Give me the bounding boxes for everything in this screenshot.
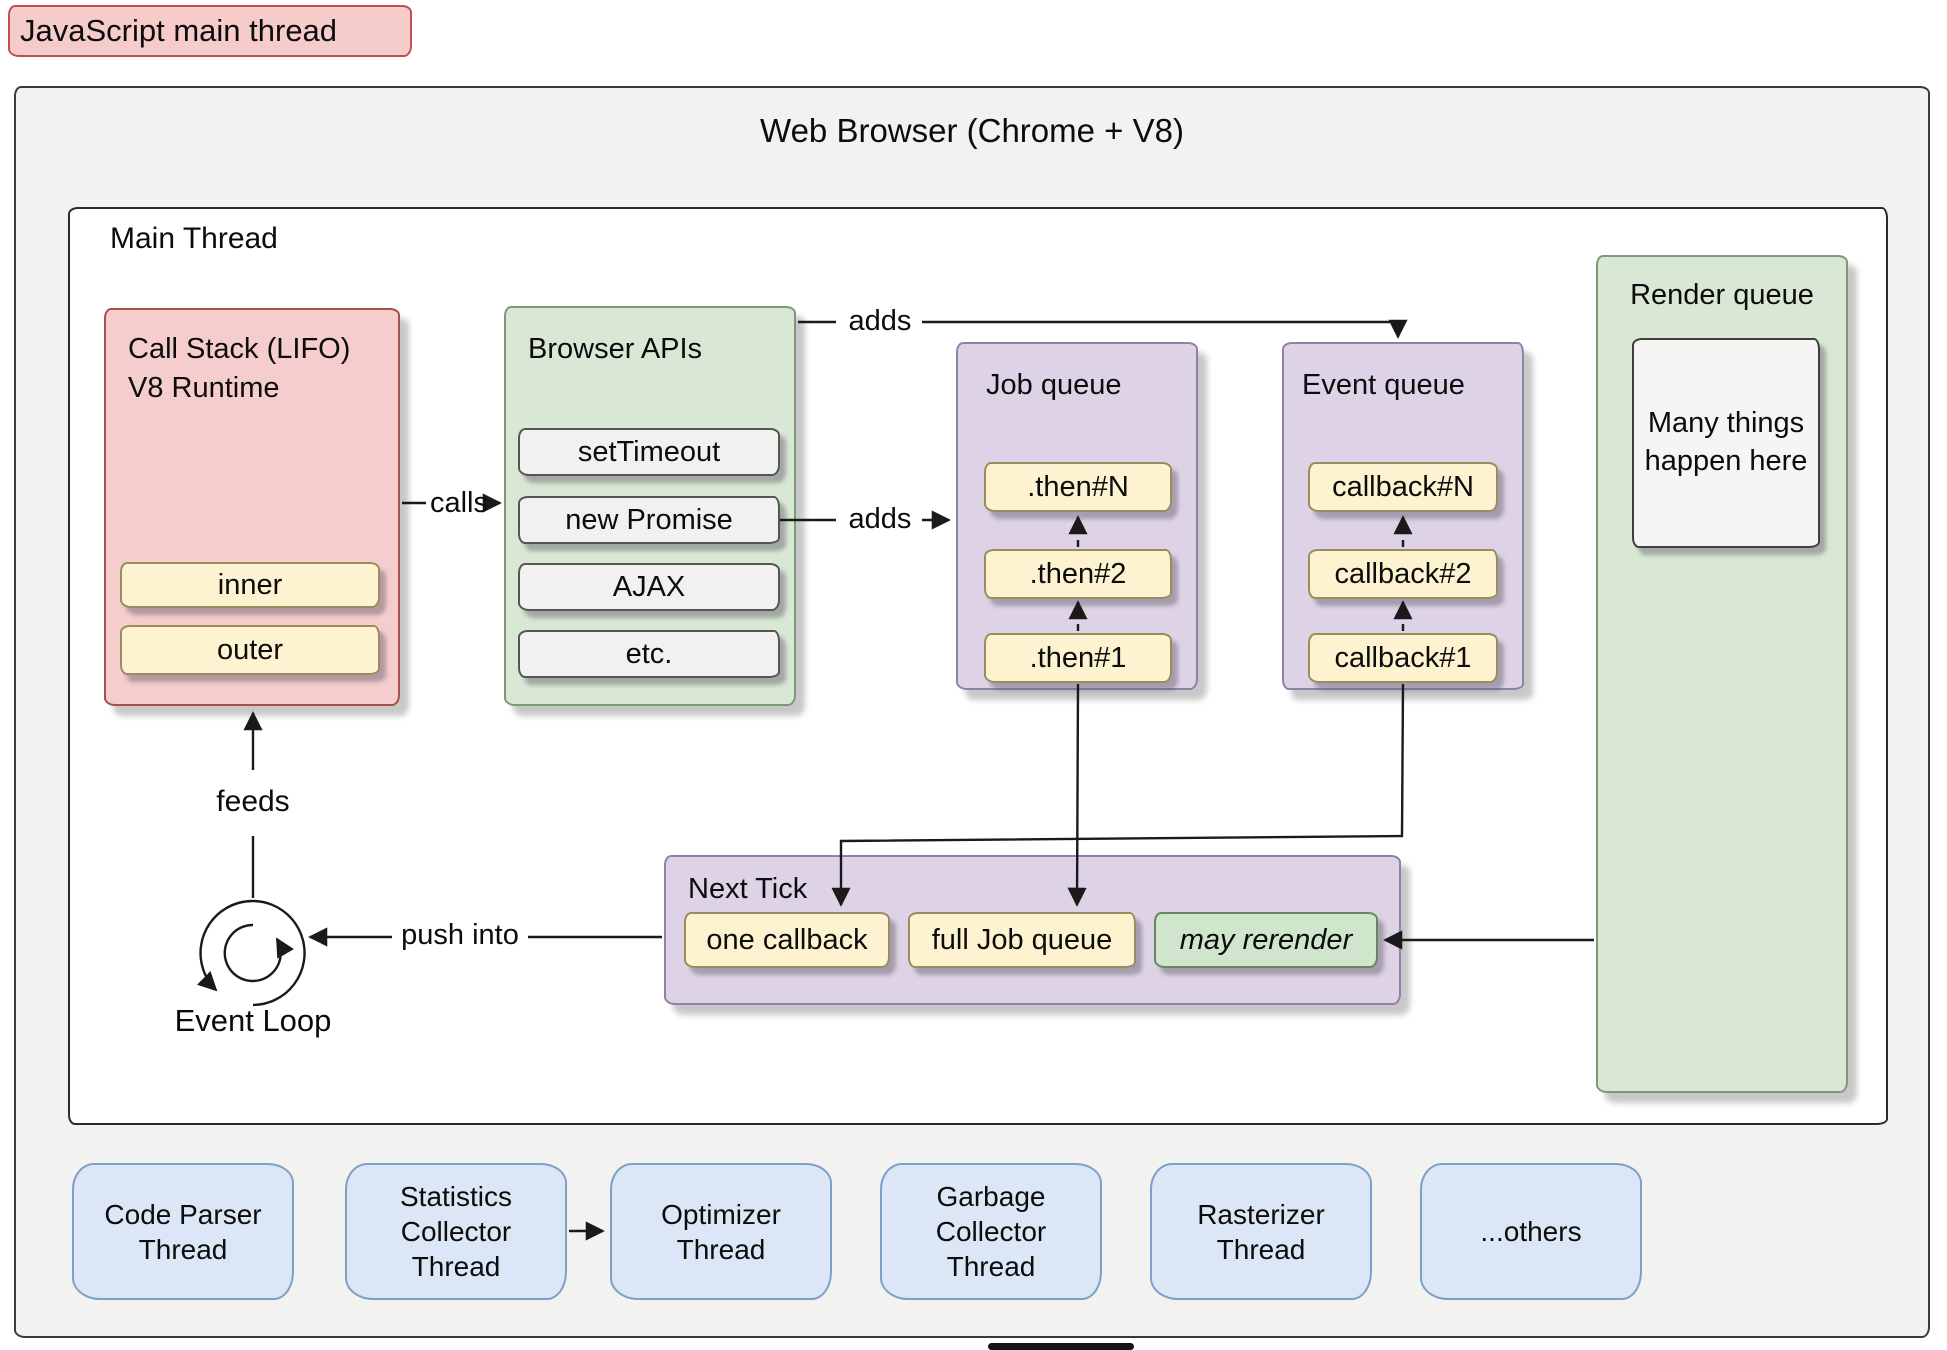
thread-garbage-collector: Garbage Collector Thread [880, 1163, 1102, 1300]
render-queue-note: Many things happen here [1632, 338, 1820, 548]
next-tick-full-job-queue: full Job queue [908, 912, 1136, 968]
thread-statistics-collector: Statistics Collector Thread [345, 1163, 567, 1300]
event-queue-item-callback-2: callback#2 [1308, 549, 1498, 599]
event-loop-label: Event Loop [174, 1003, 332, 1038]
job-queue-item-then-n: .then#N [984, 462, 1172, 512]
call-stack-frame-inner: inner [120, 562, 380, 608]
event-queue-item-callback-n: callback#N [1308, 462, 1498, 512]
job-queue-item-then-2: .then#2 [984, 549, 1172, 599]
thread-optimizer: Optimizer Thread [610, 1163, 832, 1300]
browser-title: Web Browser (Chrome + V8) [760, 112, 1184, 149]
call-stack-frame-outer: outer [120, 625, 380, 675]
api-settimeout: setTimeout [518, 428, 780, 476]
browser-apis-title: Browser APIs [528, 333, 703, 365]
render-queue-title: Render queue [1630, 279, 1814, 311]
push-into-label: push into [401, 919, 519, 951]
event-queue-title: Event queue [1302, 369, 1465, 401]
next-tick-title: Next Tick [688, 873, 808, 905]
page-title: JavaScript main thread [8, 5, 412, 57]
thread-rasterizer: Rasterizer Thread [1150, 1163, 1372, 1300]
event-queue-item-callback-1: callback#1 [1308, 633, 1498, 683]
call-stack-title: Call Stack (LIFO) V8 Runtime [128, 333, 351, 405]
thread-others: ...others [1420, 1163, 1642, 1300]
job-queue-title: Job queue [986, 369, 1122, 401]
next-tick-may-rerender: may rerender [1154, 912, 1378, 968]
adds-job-queue-label: adds [848, 503, 912, 535]
adds-event-queue-label: adds [848, 305, 912, 337]
api-ajax: AJAX [518, 563, 780, 611]
next-tick-one-callback: one callback [684, 912, 890, 968]
api-etc: etc. [518, 630, 780, 678]
feeds-label: feeds [216, 785, 290, 818]
thread-code-parser: Code Parser Thread [72, 1163, 294, 1300]
main-thread-label: Main Thread [110, 222, 278, 255]
api-new-promise: new Promise [518, 496, 780, 544]
calls-label: calls [429, 487, 488, 519]
home-indicator-bar [988, 1343, 1134, 1350]
job-queue-item-then-1: .then#1 [984, 633, 1172, 683]
